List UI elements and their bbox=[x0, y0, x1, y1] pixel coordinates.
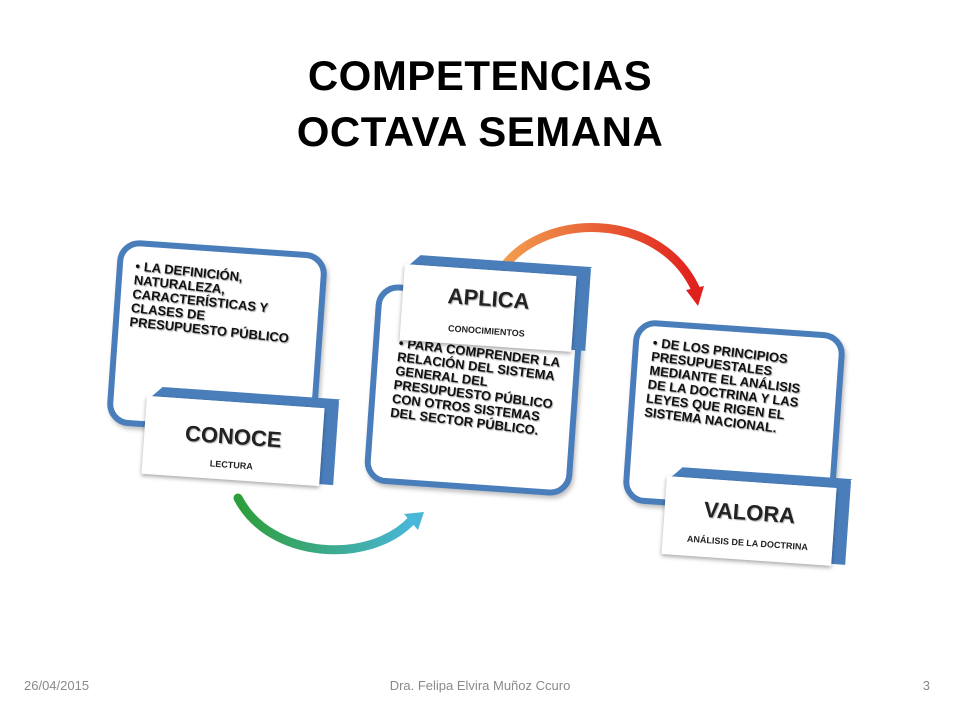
tag-aplica: APLICA CONOCIMIENTOS bbox=[399, 255, 593, 352]
tag-conoce: CONOCE LECTURA bbox=[141, 386, 341, 487]
title-line-1: COMPETENCIAS bbox=[307, 52, 653, 99]
footer-page-number: 3 bbox=[922, 678, 930, 693]
tag-valora: VALORA ANÁLISIS DE LA DOCTRINA bbox=[661, 467, 853, 566]
title-line-2: OCTAVA SEMANA bbox=[296, 108, 664, 155]
footer-author: Dra. Felipa Elvira Muñoz Ccuro bbox=[389, 678, 571, 693]
arrow-conoce-to-aplica bbox=[233, 493, 417, 555]
arrow-aplica-to-valora bbox=[495, 223, 701, 295]
footer-date: 26/04/2015 bbox=[24, 678, 90, 693]
slide-title: COMPETENCIAS OCTAVA SEMANA bbox=[0, 48, 960, 160]
arrow-conoce-to-aplica-head bbox=[404, 512, 424, 530]
arrow-aplica-to-valora-head bbox=[686, 286, 704, 306]
